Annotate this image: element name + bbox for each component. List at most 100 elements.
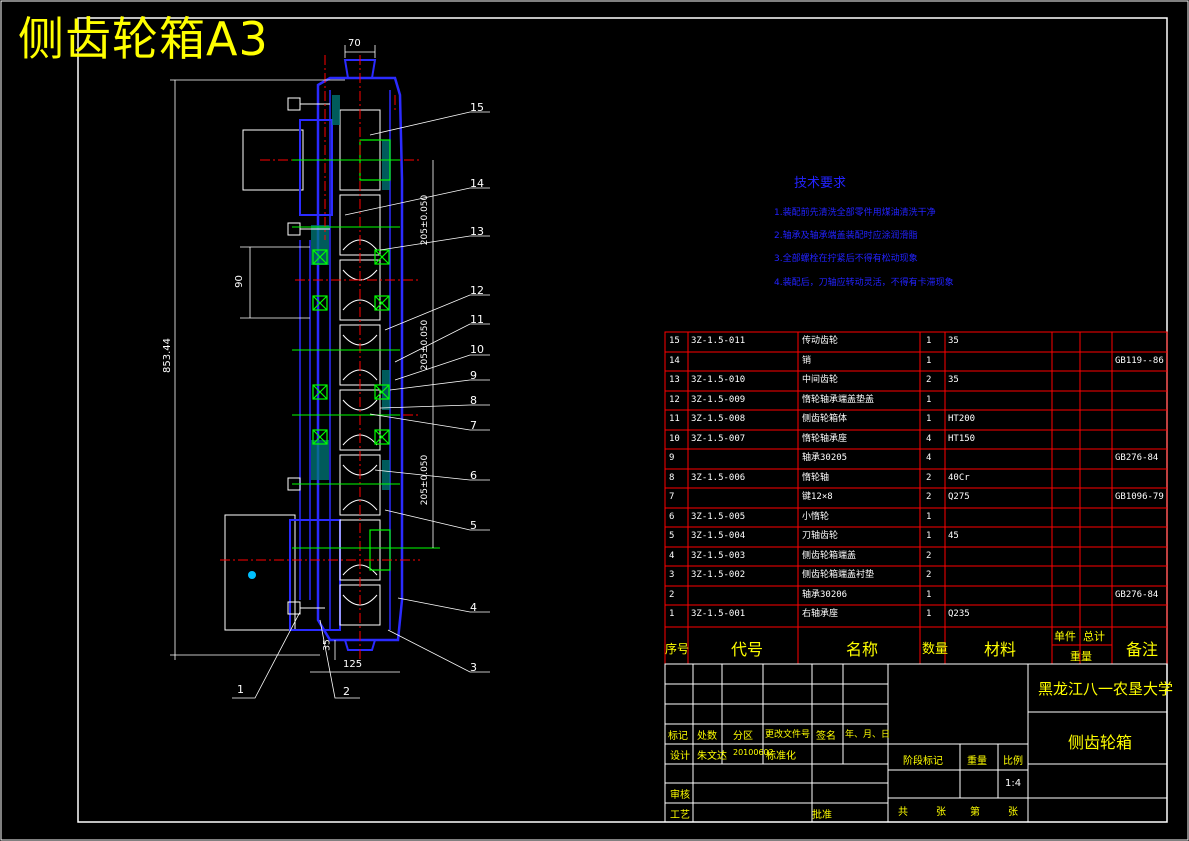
callout-11: 11	[470, 313, 484, 326]
bom-cell-material: HT150	[948, 434, 976, 444]
dimension-205-c: 205±0.050	[420, 454, 431, 506]
standardization-label: 标准化	[766, 751, 796, 762]
bom-cell-code: 3Z-1.5-005	[691, 512, 746, 522]
callout-8: 8	[470, 394, 477, 407]
bom-cell-material: Q235	[948, 609, 970, 619]
drawing-title: 侧齿轮箱A3	[18, 12, 269, 66]
scale-value: 1:4	[1005, 778, 1022, 789]
bom-cell-name: 刀轴齿轮	[802, 531, 839, 541]
bom-header-unit: 单件	[1054, 630, 1076, 643]
bom-cell-code: 3Z-1.5-009	[691, 395, 746, 405]
bom-header-code: 代号	[731, 640, 764, 659]
bom-cell-no: 15	[669, 336, 680, 346]
bom-cell-qty: 2	[926, 570, 932, 580]
dimension-205-b: 205±0.050	[420, 319, 431, 371]
bom-cell-code: 3Z-1.5-007	[691, 434, 746, 444]
inner-frame	[77, 17, 1168, 823]
bom-cell-name: 轴承30205	[802, 453, 848, 463]
tech-requirement-1: 1.装配前先清洗全部零件用煤油清洗干净	[774, 208, 936, 218]
stage-label: 阶段标记	[903, 756, 943, 767]
bom-cell-material: HT200	[948, 414, 976, 424]
bom-cell-qty: 2	[926, 492, 932, 502]
sheet-unit-label-2: 张	[1008, 807, 1018, 818]
bom-cell-code: 3Z-1.5-010	[691, 375, 746, 385]
rev-header-docno: 更改文件号	[765, 730, 811, 740]
rev-header-mark: 标记	[668, 731, 688, 742]
bom-cell-no: 4	[669, 551, 675, 561]
callout-10: 10	[470, 343, 484, 356]
bom-cell-no: 12	[669, 395, 680, 405]
bom-cell-name: 传动齿轮	[802, 336, 839, 346]
bom-cell-material: 45	[948, 531, 959, 541]
callout-1: 1	[237, 683, 244, 696]
designer-name: 朱文达	[697, 751, 727, 762]
bom-cell-no: 6	[669, 512, 675, 522]
tech-requirement-4: 4.装配后，刀轴应转动灵活，不得有卡滞现象	[774, 278, 954, 288]
bom-cell-name: 惰轮轴承座	[802, 434, 848, 444]
rev-header-sign: 签名	[816, 731, 836, 742]
sheet-unit-label-1: 张	[936, 807, 946, 818]
bom-cell-material: 35	[948, 336, 959, 346]
callout-5: 5	[470, 519, 477, 532]
design-label: 设计	[670, 751, 690, 762]
bom-cell-qty: 1	[926, 356, 932, 366]
school-name: 黑龙江八一农垦大学	[1038, 680, 1174, 698]
callout-3: 3	[470, 661, 477, 674]
dimension-90: 90	[233, 275, 245, 288]
dimension-70: 70	[348, 38, 361, 49]
bom-header-qty: 数量	[922, 642, 949, 657]
bom-cell-note: GB276-84	[1115, 590, 1159, 600]
bom-cell-note: GB276-84	[1115, 453, 1159, 463]
bom-cell-qty: 1	[926, 395, 932, 405]
bom-cell-qty: 2	[926, 551, 932, 561]
scale-label: 比例	[1003, 756, 1023, 767]
bom-cell-code: 3Z-1.5-003	[691, 551, 746, 561]
bom-cell-qty: 2	[926, 473, 932, 483]
bom-header-material: 材料	[984, 640, 1017, 659]
tech-requirement-2: 2.轴承及轴承端盖装配时应涂润滑脂	[774, 231, 918, 241]
callout-9: 9	[470, 369, 477, 382]
bom-header-no: 序号	[665, 642, 690, 656]
callout-14: 14	[470, 177, 484, 190]
bom-cell-qty: 1	[926, 336, 932, 346]
bom-header-weight: 重量	[1070, 650, 1092, 663]
dimension-205-a: 205±0.050	[420, 194, 431, 246]
rev-header-count: 处数	[697, 731, 717, 742]
bom-cell-no: 7	[669, 492, 675, 502]
dimension-125: 125	[343, 659, 363, 670]
bom-cell-qty: 1	[926, 531, 932, 541]
callout-2: 2	[343, 685, 350, 698]
callout-4: 4	[470, 601, 477, 614]
callout-7: 7	[470, 419, 477, 432]
bom-cell-code: 3Z-1.5-011	[691, 336, 746, 346]
bom-cell-no: 11	[669, 414, 680, 424]
dimension-853: 853.44	[162, 338, 173, 373]
bom-cell-name: 侧齿轮箱端盖衬垫	[802, 570, 875, 580]
rev-header-date: 年、月、日	[845, 730, 891, 740]
bom-header-total: 总计	[1083, 630, 1105, 643]
bom-cell-qty: 4	[926, 434, 932, 444]
process-label: 工艺	[670, 810, 690, 821]
bom-cell-name: 销	[802, 356, 812, 366]
callout-6: 6	[470, 469, 477, 482]
bom-cell-no: 10	[669, 434, 680, 444]
callout-12: 12	[470, 284, 484, 297]
bom-header-note: 备注	[1126, 640, 1159, 659]
bom-cell-name: 侧齿轮箱端盖	[802, 551, 857, 561]
bom-cell-no: 8	[669, 473, 675, 483]
review-label: 审核	[670, 790, 690, 801]
bom-cell-qty: 1	[926, 414, 932, 424]
bom-cell-name: 右轴承座	[802, 609, 839, 619]
bom-cell-name: 中间齿轮	[802, 375, 839, 385]
bom-cell-no: 1	[669, 609, 675, 619]
bom-cell-code: 3Z-1.5-008	[691, 414, 746, 424]
drawing-name: 侧齿轮箱	[1068, 733, 1133, 752]
bom-cell-qty: 2	[926, 375, 932, 385]
dimension-35: 35	[322, 639, 333, 651]
bom-cell-material: Q275	[948, 492, 970, 502]
bom-cell-qty: 1	[926, 512, 932, 522]
approve-label: 批准	[812, 810, 832, 821]
bom-cell-no: 14	[669, 356, 680, 366]
bom-cell-code: 3Z-1.5-006	[691, 473, 746, 483]
